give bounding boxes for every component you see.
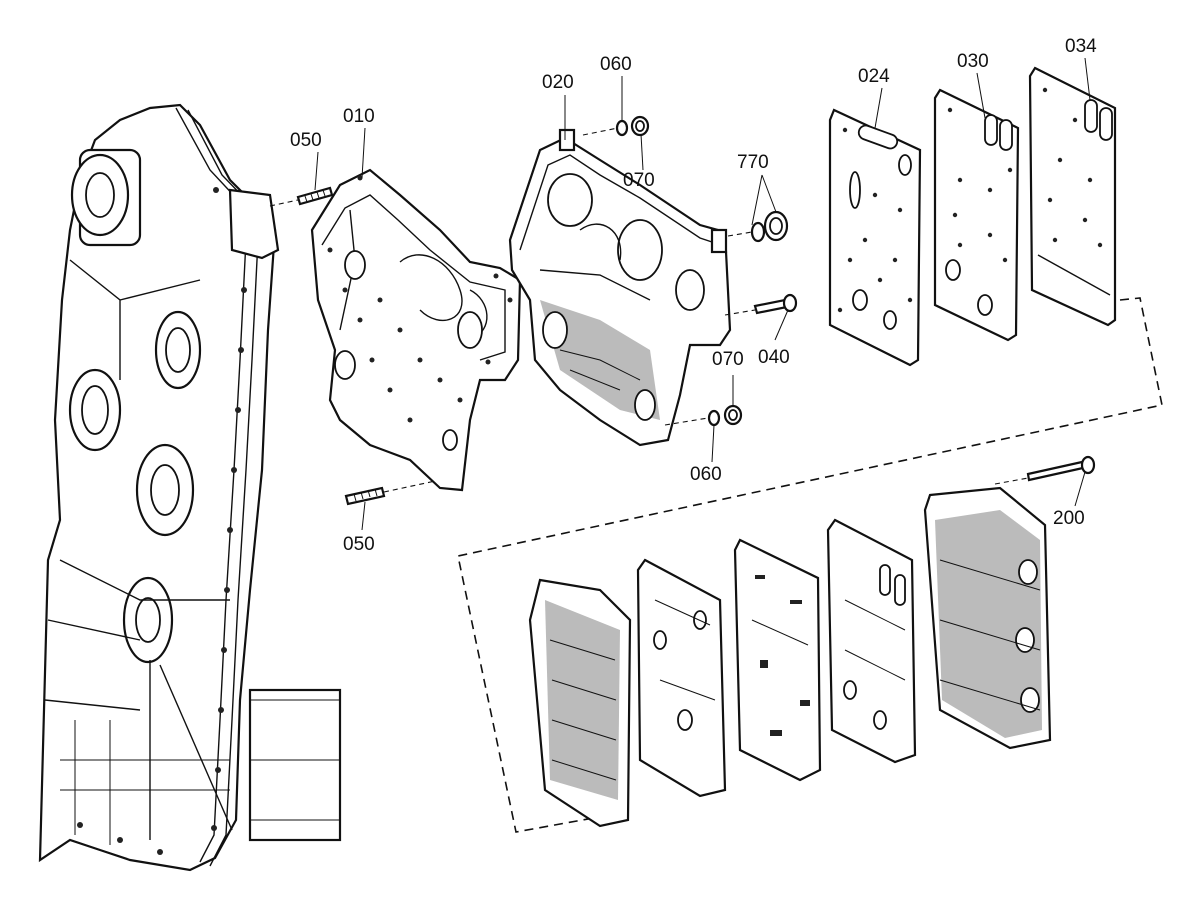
bolt-040 [724, 293, 798, 316]
valve-body-plate-1 [528, 578, 632, 828]
callout-010: 010 [343, 106, 375, 127]
nut-060-top [582, 119, 629, 137]
callout-200: 200 [1053, 508, 1085, 529]
callout-034: 034 [1065, 36, 1097, 57]
valve-body-plate-2 [636, 558, 727, 798]
bolt-200 [994, 455, 1096, 485]
transmission-housing [38, 103, 342, 872]
flange-bolt-holes [77, 187, 247, 855]
plate-030 [933, 88, 1020, 342]
callout-050-bottom: 050 [343, 534, 375, 555]
assembly-dashed-outline [457, 297, 1163, 833]
callout-050-top: 050 [290, 130, 322, 151]
callout-770: 770 [737, 152, 769, 173]
callout-060-bottom: 060 [690, 464, 722, 485]
callout-020: 020 [542, 72, 574, 93]
valve-body-main [923, 486, 1052, 750]
callout-070-top: 070 [623, 170, 655, 191]
callout-060-top: 060 [600, 54, 632, 75]
valve-body-plate-3 [733, 538, 822, 782]
plate-024 [828, 108, 922, 367]
plug-070-bottom [723, 404, 743, 426]
nut-060-bottom [664, 409, 721, 427]
stud-050-top [269, 186, 334, 207]
valve-body-plate-4 [826, 518, 917, 764]
stud-050-bottom [344, 479, 441, 506]
callout-labels: 050 010 020 060 070 770 024 030 034 070 … [290, 36, 1097, 555]
callout-040: 040 [758, 347, 790, 368]
gasket-plate-010 [310, 168, 522, 492]
callout-070-bottom: 070 [712, 349, 744, 370]
callout-024: 024 [858, 66, 890, 87]
valve-block-020 [508, 128, 732, 447]
plug-070-top [630, 115, 650, 137]
callout-030: 030 [957, 51, 989, 72]
plug-770 [727, 210, 789, 243]
plate-034 [1028, 66, 1117, 327]
leader-lines [314, 57, 1091, 531]
gasket-bolt-holes [327, 175, 513, 423]
